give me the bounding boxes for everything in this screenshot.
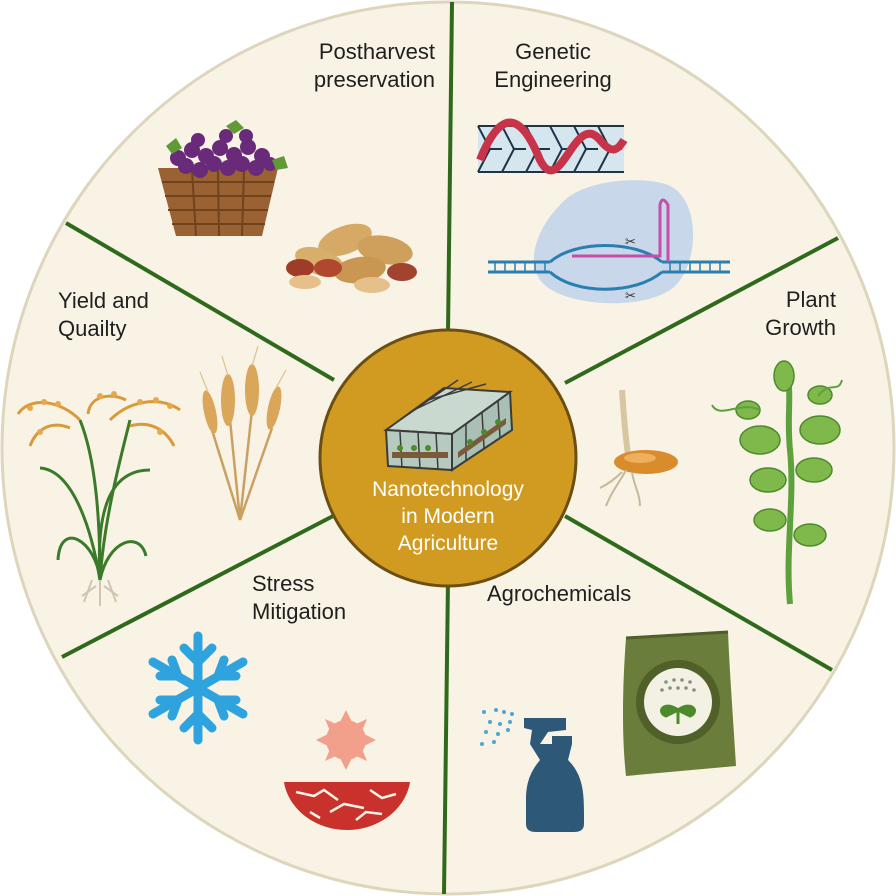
label-plant-growth: Plant Growth [765,287,836,340]
center-title: Nanotechnology in Modern Agriculture [372,478,524,555]
rice-plant-icon [16,391,181,606]
pea-plant-icon [711,360,843,605]
label-agrochemicals: Agrochemicals [487,581,632,606]
label-postharvest-preservation: Postharvest preservation [313,39,435,92]
peanuts-icon [286,223,417,293]
crispr-cas9-icon: ✂ ✂ [488,180,730,304]
drought-sun-icon [284,710,410,830]
svg-text:✂: ✂ [625,289,636,304]
label-genetic-engineering: Genetic Engineering [494,39,612,92]
spray-bottle-icon [480,708,584,832]
label-stress-mitigation: Stress Mitigation [252,571,347,624]
grape-basket-icon [158,120,288,237]
snowflake-icon [148,631,248,745]
wheat-icon [199,345,287,521]
label-yield-and-quality: Yield and Quailty [58,288,149,341]
germinating-seed-icon [599,389,678,507]
svg-text:✂: ✂ [625,235,636,250]
fertilizer-bag-icon [623,630,736,776]
segment-dividers [61,1,839,895]
nanotube-dna-icon [476,118,628,175]
greenhouse-icon [383,379,514,472]
